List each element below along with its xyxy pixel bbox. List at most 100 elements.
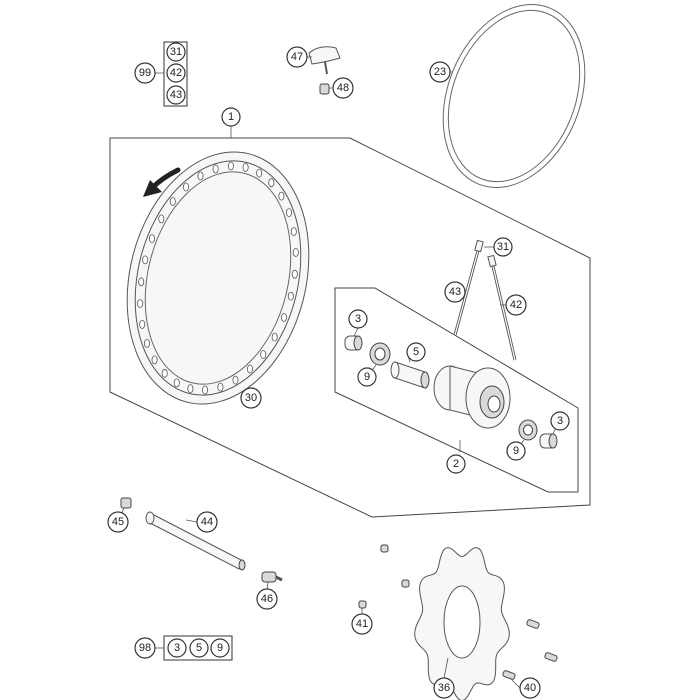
- callout-3-kit[interactable]: 3: [167, 638, 187, 658]
- callout-45[interactable]: 45: [107, 511, 129, 533]
- hub-assembly-frame: [334, 287, 579, 493]
- svg-text:98: 98: [139, 642, 151, 654]
- rim-spoke-hole: [202, 385, 209, 395]
- rim-spoke-hole: [246, 364, 253, 374]
- rim-spoke-hole: [169, 197, 176, 206]
- callout-30[interactable]: 30: [240, 387, 262, 409]
- rim-spoke-hole: [290, 227, 297, 237]
- svg-text:23: 23: [434, 66, 446, 78]
- rim-spoke-hole: [242, 162, 249, 172]
- callout-99[interactable]: 99: [134, 62, 156, 84]
- callout-36[interactable]: 36: [433, 677, 455, 699]
- svg-text:42: 42: [170, 67, 182, 79]
- svg-text:9: 9: [364, 371, 370, 383]
- callouts: 1 2 3 3 5 9 9 23 30 31 42 43 99 47 48 31…: [107, 42, 570, 699]
- callout-2[interactable]: 2: [446, 454, 466, 474]
- tire[interactable]: [417, 0, 611, 209]
- callout-41[interactable]: 41: [351, 613, 373, 635]
- svg-text:42: 42: [510, 299, 522, 311]
- callout-42[interactable]: 42: [505, 294, 527, 316]
- callout-44[interactable]: 44: [196, 511, 218, 533]
- rim-spoke-hole: [139, 319, 146, 329]
- svg-text:46: 46: [261, 593, 273, 605]
- rim-spoke-hole: [161, 368, 168, 378]
- rim-spoke-hole: [227, 161, 234, 171]
- svg-text:45: 45: [112, 516, 124, 528]
- disc-screws[interactable]: [502, 619, 558, 680]
- rim-spoke-hole: [285, 208, 292, 218]
- rim-spoke-hole: [232, 375, 239, 385]
- svg-text:30: 30: [245, 392, 257, 404]
- spoke-42[interactable]: [487, 254, 517, 361]
- callout-5-kit[interactable]: 5: [189, 638, 209, 658]
- rim-spoke-hole: [148, 234, 155, 244]
- callout-40[interactable]: 40: [519, 677, 541, 699]
- callout-98[interactable]: 98: [134, 637, 156, 659]
- callout-46[interactable]: 46: [256, 588, 278, 610]
- spindle-nut[interactable]: [120, 497, 132, 509]
- svg-text:9: 9: [513, 445, 519, 457]
- svg-text:44: 44: [201, 516, 213, 528]
- callout-48[interactable]: 48: [332, 77, 354, 99]
- rim[interactable]: [102, 133, 335, 424]
- callout-42-kit[interactable]: 42: [166, 63, 186, 83]
- rim-spoke-hole: [271, 332, 278, 342]
- svg-text:2: 2: [453, 458, 459, 470]
- svg-text:3: 3: [174, 642, 180, 654]
- svg-text:31: 31: [170, 46, 182, 58]
- rim-spoke-hole: [142, 255, 149, 265]
- svg-text:36: 36: [438, 682, 450, 694]
- svg-text:1: 1: [228, 111, 234, 123]
- callout-5[interactable]: 5: [406, 342, 426, 362]
- svg-text:5: 5: [196, 642, 202, 654]
- spacer-tube[interactable]: [390, 361, 430, 389]
- rim-spoke-hole: [151, 355, 158, 365]
- svg-text:43: 43: [449, 286, 461, 298]
- rim-spoke-hole: [287, 291, 294, 301]
- rim-spoke-hole: [260, 350, 267, 359]
- callout-43-kit[interactable]: 43: [166, 85, 186, 105]
- svg-text:99: 99: [139, 67, 151, 79]
- rim-spoke-hole: [292, 247, 299, 257]
- callout-1[interactable]: 1: [221, 107, 241, 127]
- svg-text:48: 48: [337, 82, 349, 94]
- callout-3-right[interactable]: 3: [550, 411, 570, 431]
- rim-spoke-holes: [137, 161, 299, 395]
- tire-valve[interactable]: [308, 46, 341, 75]
- spindle-clamp-screw[interactable]: [261, 571, 283, 583]
- callout-47[interactable]: 47: [286, 46, 308, 68]
- callout-31[interactable]: 31: [493, 237, 513, 257]
- callout-9-kit[interactable]: 9: [210, 638, 230, 658]
- bearing-left[interactable]: [369, 342, 391, 366]
- svg-text:5: 5: [413, 346, 419, 358]
- rotation-direction-arrow-icon: [143, 167, 181, 197]
- hub[interactable]: [433, 365, 511, 429]
- rim-spoke-hole: [143, 338, 150, 348]
- callout-43[interactable]: 43: [444, 281, 466, 303]
- spoke-43[interactable]: [453, 239, 484, 336]
- svg-text:3: 3: [355, 313, 361, 325]
- callout-3-left[interactable]: 3: [348, 309, 368, 329]
- distance-bushing-right[interactable]: [539, 433, 558, 449]
- rim-spoke-hole: [138, 277, 145, 287]
- rim-spoke-hole: [173, 378, 180, 388]
- callout-9-left[interactable]: 9: [357, 367, 377, 387]
- rim-spoke-hole: [278, 191, 285, 201]
- rim-spoke-hole: [158, 214, 165, 224]
- rim-spoke-hole: [212, 164, 219, 174]
- callout-31-kit[interactable]: 31: [166, 42, 186, 62]
- svg-text:9: 9: [217, 642, 223, 654]
- valve-nut[interactable]: [319, 83, 330, 95]
- wheel-assembly-frame: [109, 137, 591, 518]
- callout-9-right[interactable]: 9: [506, 441, 526, 461]
- rim-spoke-hole: [187, 384, 194, 394]
- brake-disc[interactable]: [414, 547, 510, 700]
- callout-23[interactable]: 23: [429, 61, 451, 83]
- svg-text:47: 47: [291, 51, 303, 63]
- distance-bushing-left[interactable]: [344, 335, 363, 351]
- rim-spoke-hole: [291, 269, 298, 279]
- bearing-right[interactable]: [518, 419, 538, 441]
- disc-nuts[interactable]: [358, 544, 410, 609]
- wheel-spindle[interactable]: [145, 511, 246, 571]
